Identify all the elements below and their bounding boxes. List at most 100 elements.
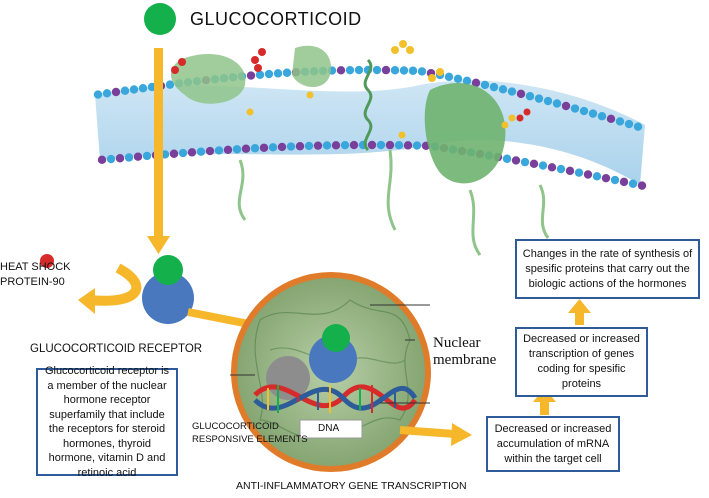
phospholipid-head — [502, 154, 512, 163]
transcription-text: Decreased or increased transcription of … — [523, 333, 640, 390]
phospholipid-head — [583, 170, 593, 179]
phospholipid-head — [408, 66, 418, 75]
phospholipid-head — [250, 144, 260, 153]
phospholipid-head — [570, 104, 580, 113]
phospholipid-head — [498, 85, 508, 94]
cell-membrane — [93, 40, 647, 256]
phospholipid-head — [286, 142, 296, 151]
glucocorticoid-bound — [153, 255, 183, 285]
phospholipid-head — [304, 141, 314, 151]
phospholipid-head — [313, 141, 323, 150]
phospholipid-head — [187, 148, 197, 157]
phospholipid-head — [453, 74, 463, 83]
phospholipid-head — [196, 147, 206, 156]
bottom-caption: ANTI-INFLAMMATORY GENE TRANSCRIPTION — [236, 480, 467, 492]
phospholipid-head — [376, 140, 386, 150]
protein-tail — [538, 184, 550, 239]
release-arrow — [78, 263, 142, 314]
phospholipid-head — [259, 143, 269, 152]
receptor-info-box: Glucocorticoid receptor is a member of t… — [36, 365, 178, 479]
phospholipid-head — [516, 89, 526, 99]
responsive-elements-label: GLUCOCORTICOID RESPONSIVE ELEMENTS — [192, 421, 308, 445]
phospholipid-head — [417, 67, 427, 76]
phospholipid-head — [336, 66, 346, 75]
glucocorticoid-in-nucleus — [322, 324, 350, 352]
phospholipid-head — [412, 141, 422, 150]
dna-label: DNA — [318, 423, 340, 434]
phospholipid-head — [205, 146, 215, 156]
phospholipid-head — [223, 145, 233, 155]
phospholipid-head — [273, 69, 283, 78]
phospholipid-head — [282, 68, 292, 77]
phospholipid-head — [507, 87, 517, 96]
phospholipid-head — [601, 173, 611, 183]
phospholipid-head — [619, 177, 629, 187]
phospholipid-head — [255, 70, 265, 79]
phospholipid-head — [106, 154, 116, 164]
phospholipid-head — [615, 117, 625, 126]
membrane-protein — [170, 54, 246, 104]
phospholipid-head — [480, 80, 490, 90]
phospholipid-head — [178, 148, 188, 158]
helix-protein — [363, 58, 373, 152]
phospholipid-head — [565, 166, 575, 176]
synthesis-box: Changes in the rate of synthesis of spes… — [515, 239, 700, 299]
phospholipid-head — [115, 154, 125, 163]
phospholipid-head — [142, 151, 152, 161]
phospholipid-head — [624, 119, 634, 129]
entry-arrow — [147, 48, 170, 254]
phospholipid-head — [340, 140, 350, 150]
phospholipid-heads-bottom — [97, 140, 647, 190]
heat-shock-label: HEAT SHOCK PROTEIN-90 — [0, 261, 71, 288]
phospholipid-head — [628, 179, 638, 188]
transcription-box: Decreased or increased transcription of … — [515, 327, 648, 397]
glucocorticoid-receptor — [142, 272, 194, 324]
dna-helix — [253, 384, 418, 413]
phospholipid-head — [534, 94, 544, 103]
glucocorticoid-molecule — [144, 3, 176, 35]
phospholipid-head — [574, 168, 584, 177]
phospholipid-head — [331, 141, 341, 150]
phospholipid-head — [165, 80, 175, 89]
protein-tail — [237, 159, 247, 221]
phospholipid-head — [241, 144, 251, 153]
phospholipid-head — [246, 71, 256, 80]
phospholipid-head — [588, 109, 598, 118]
glucocorticoid-title: GLUCOCORTICOID — [190, 9, 362, 29]
phospholipid-head — [120, 86, 130, 95]
phospholipid-head — [556, 164, 566, 174]
phospholipid-head — [403, 141, 413, 150]
phospholipid-head — [597, 112, 607, 121]
phospholipid-head — [444, 72, 454, 82]
phospholipid-head — [232, 145, 242, 154]
phospholipid-head — [129, 85, 139, 94]
phospholipid-head — [214, 146, 224, 155]
phospholipid-head — [111, 87, 121, 97]
phospholipid-head — [385, 140, 395, 150]
output-arrow — [399, 423, 472, 446]
phospholipid-head — [97, 155, 107, 165]
phospholipid-head — [579, 106, 589, 116]
phospholipid-head — [381, 65, 391, 75]
receptor-label: GLUCOCORTICOID RECEPTOR — [30, 343, 203, 355]
phospholipid-head — [399, 66, 409, 75]
membrane-protein — [292, 45, 331, 88]
phospholipid-head — [345, 65, 355, 75]
phospholipid-head — [322, 141, 332, 150]
phospholipid-head — [169, 149, 179, 158]
phospholipid-head — [138, 84, 148, 93]
mrna-text: Decreased or increased accumulation of m… — [494, 422, 612, 465]
protein-tail — [386, 149, 397, 231]
phospholipid-head — [390, 66, 400, 75]
dna-label-box — [299, 419, 363, 439]
phospholipid-head — [633, 122, 643, 131]
receptor-info-text: Glucocorticoid receptor is a member of t… — [44, 365, 170, 479]
phospholipid-head — [592, 172, 602, 181]
mrna-box: Decreased or increased accumulation of m… — [486, 416, 620, 472]
glycolipid-red — [171, 48, 531, 122]
phospholipid-head — [102, 89, 112, 98]
phospholipid-head — [349, 140, 359, 150]
phospholipid-head — [367, 140, 377, 150]
phospholipid-head — [561, 101, 571, 111]
